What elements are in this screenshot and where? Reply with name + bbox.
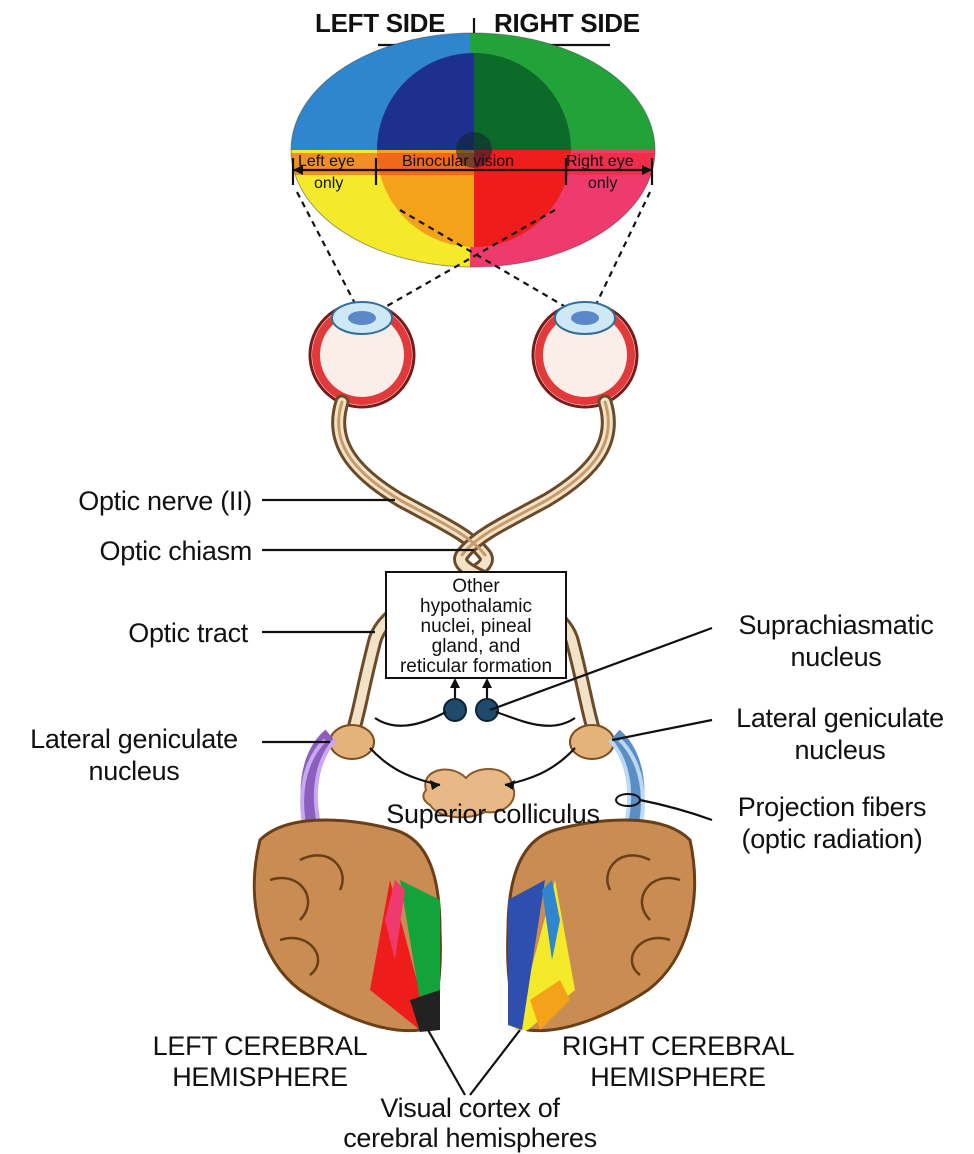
suprachiasmatic-label-2: nucleus xyxy=(791,642,882,672)
lgn-left-label: Lateral geniculate xyxy=(30,724,238,754)
leader-projection xyxy=(640,800,712,820)
box-line-5: reticular formation xyxy=(400,656,552,677)
visual-cortex-label: Visual cortex of xyxy=(380,1093,560,1123)
left-side-label: LEFT SIDE xyxy=(315,8,445,38)
left-eye-only-label-2: only xyxy=(314,175,343,192)
right-hemisphere-label: RIGHT CEREBRAL xyxy=(562,1031,795,1061)
left-hemisphere-label-2: HEMISPHERE xyxy=(172,1062,348,1092)
binocular-vision-label: Binocular vision xyxy=(402,153,514,170)
visual-field: Left eye only Binocular vision Right eye… xyxy=(280,30,680,280)
superior-colliculus-label: Superior colliculus xyxy=(386,799,599,829)
left-eye-only-label: Left eye xyxy=(298,153,355,170)
box-line-1: Other xyxy=(452,576,500,597)
right-eye xyxy=(533,302,637,407)
suprachiasmatic-label: Suprachiasmatic xyxy=(738,610,933,640)
hypothalamic-box: Other hypothalamic nuclei, pineal gland,… xyxy=(386,572,566,678)
right-hemisphere-label-2: HEMISPHERE xyxy=(590,1062,766,1092)
optic-chiasm-label: Optic chiasm xyxy=(100,536,252,566)
lgn-right-label: Lateral geniculate xyxy=(736,703,944,733)
projection-fibers-label-2: (optic radiation) xyxy=(742,824,923,854)
left-eye xyxy=(310,302,414,407)
leader-cortex-left xyxy=(428,1030,465,1095)
box-line-3: nuclei, pineal xyxy=(421,616,532,637)
projection-fibers-label: Projection fibers xyxy=(738,792,927,822)
optic-tract-label: Optic tract xyxy=(128,618,249,648)
lateral-geniculate-nuclei xyxy=(330,725,614,759)
right-eye-only-label-2: only xyxy=(588,175,617,192)
box-line-2: hypothalamic xyxy=(420,596,532,617)
visual-cortex-label-2: cerebral hemispheres xyxy=(343,1123,597,1153)
suprachiasmatic-nuclei xyxy=(375,678,575,726)
optic-nerves xyxy=(339,402,609,735)
box-line-4: gland, and xyxy=(432,636,521,657)
right-eye-only-label: Right eye xyxy=(566,153,634,170)
right-side-label: RIGHT SIDE xyxy=(494,8,640,38)
left-hemisphere-label: LEFT CEREBRAL xyxy=(153,1031,368,1061)
leader-cortex-right xyxy=(470,1030,520,1095)
left-hemisphere xyxy=(254,820,440,1032)
leader-lgn-right xyxy=(612,720,712,740)
optic-nerve-label: Optic nerve (II) xyxy=(78,486,252,516)
lgn-left-label-2: nucleus xyxy=(89,756,180,786)
right-hemisphere xyxy=(508,820,695,1031)
lgn-right-label-2: nucleus xyxy=(795,735,886,765)
